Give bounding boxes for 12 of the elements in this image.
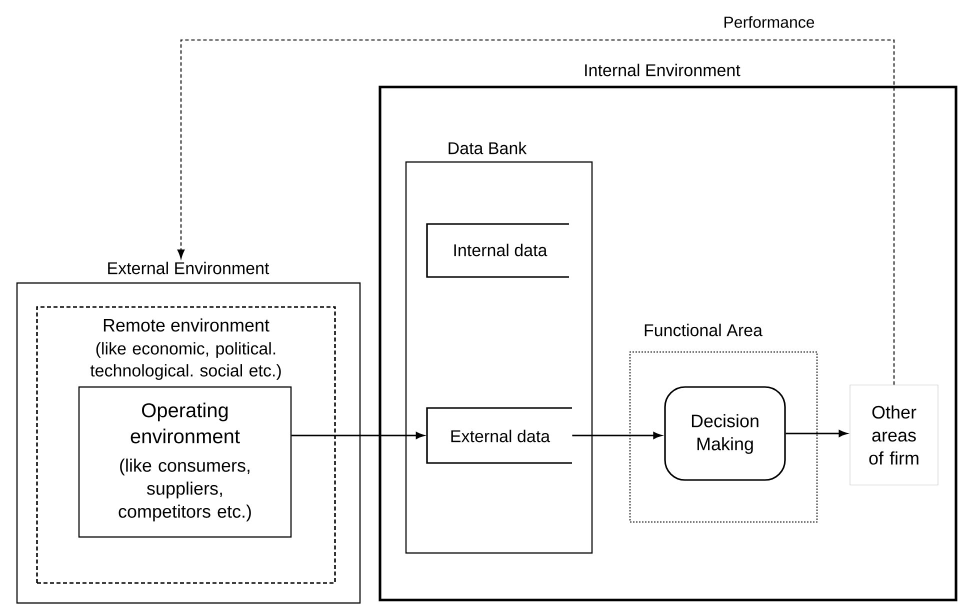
arrow [572, 432, 662, 439]
node-label: Functional Area [644, 324, 763, 336]
rounded-box: Decision Making [664, 386, 786, 481]
arrow [292, 432, 424, 439]
node-label: Data Bank [448, 142, 527, 154]
process-box: Operating environment (like consumers, suppliers, competitors etc.) [78, 386, 292, 538]
node-label: External Environment [108, 262, 270, 274]
dashed-arrow [177, 39, 895, 385]
edge-label: Performance [724, 16, 814, 28]
arrow [786, 430, 848, 437]
box: Other areas of firm [850, 384, 938, 486]
node-label: Internal Environment [585, 64, 740, 76]
